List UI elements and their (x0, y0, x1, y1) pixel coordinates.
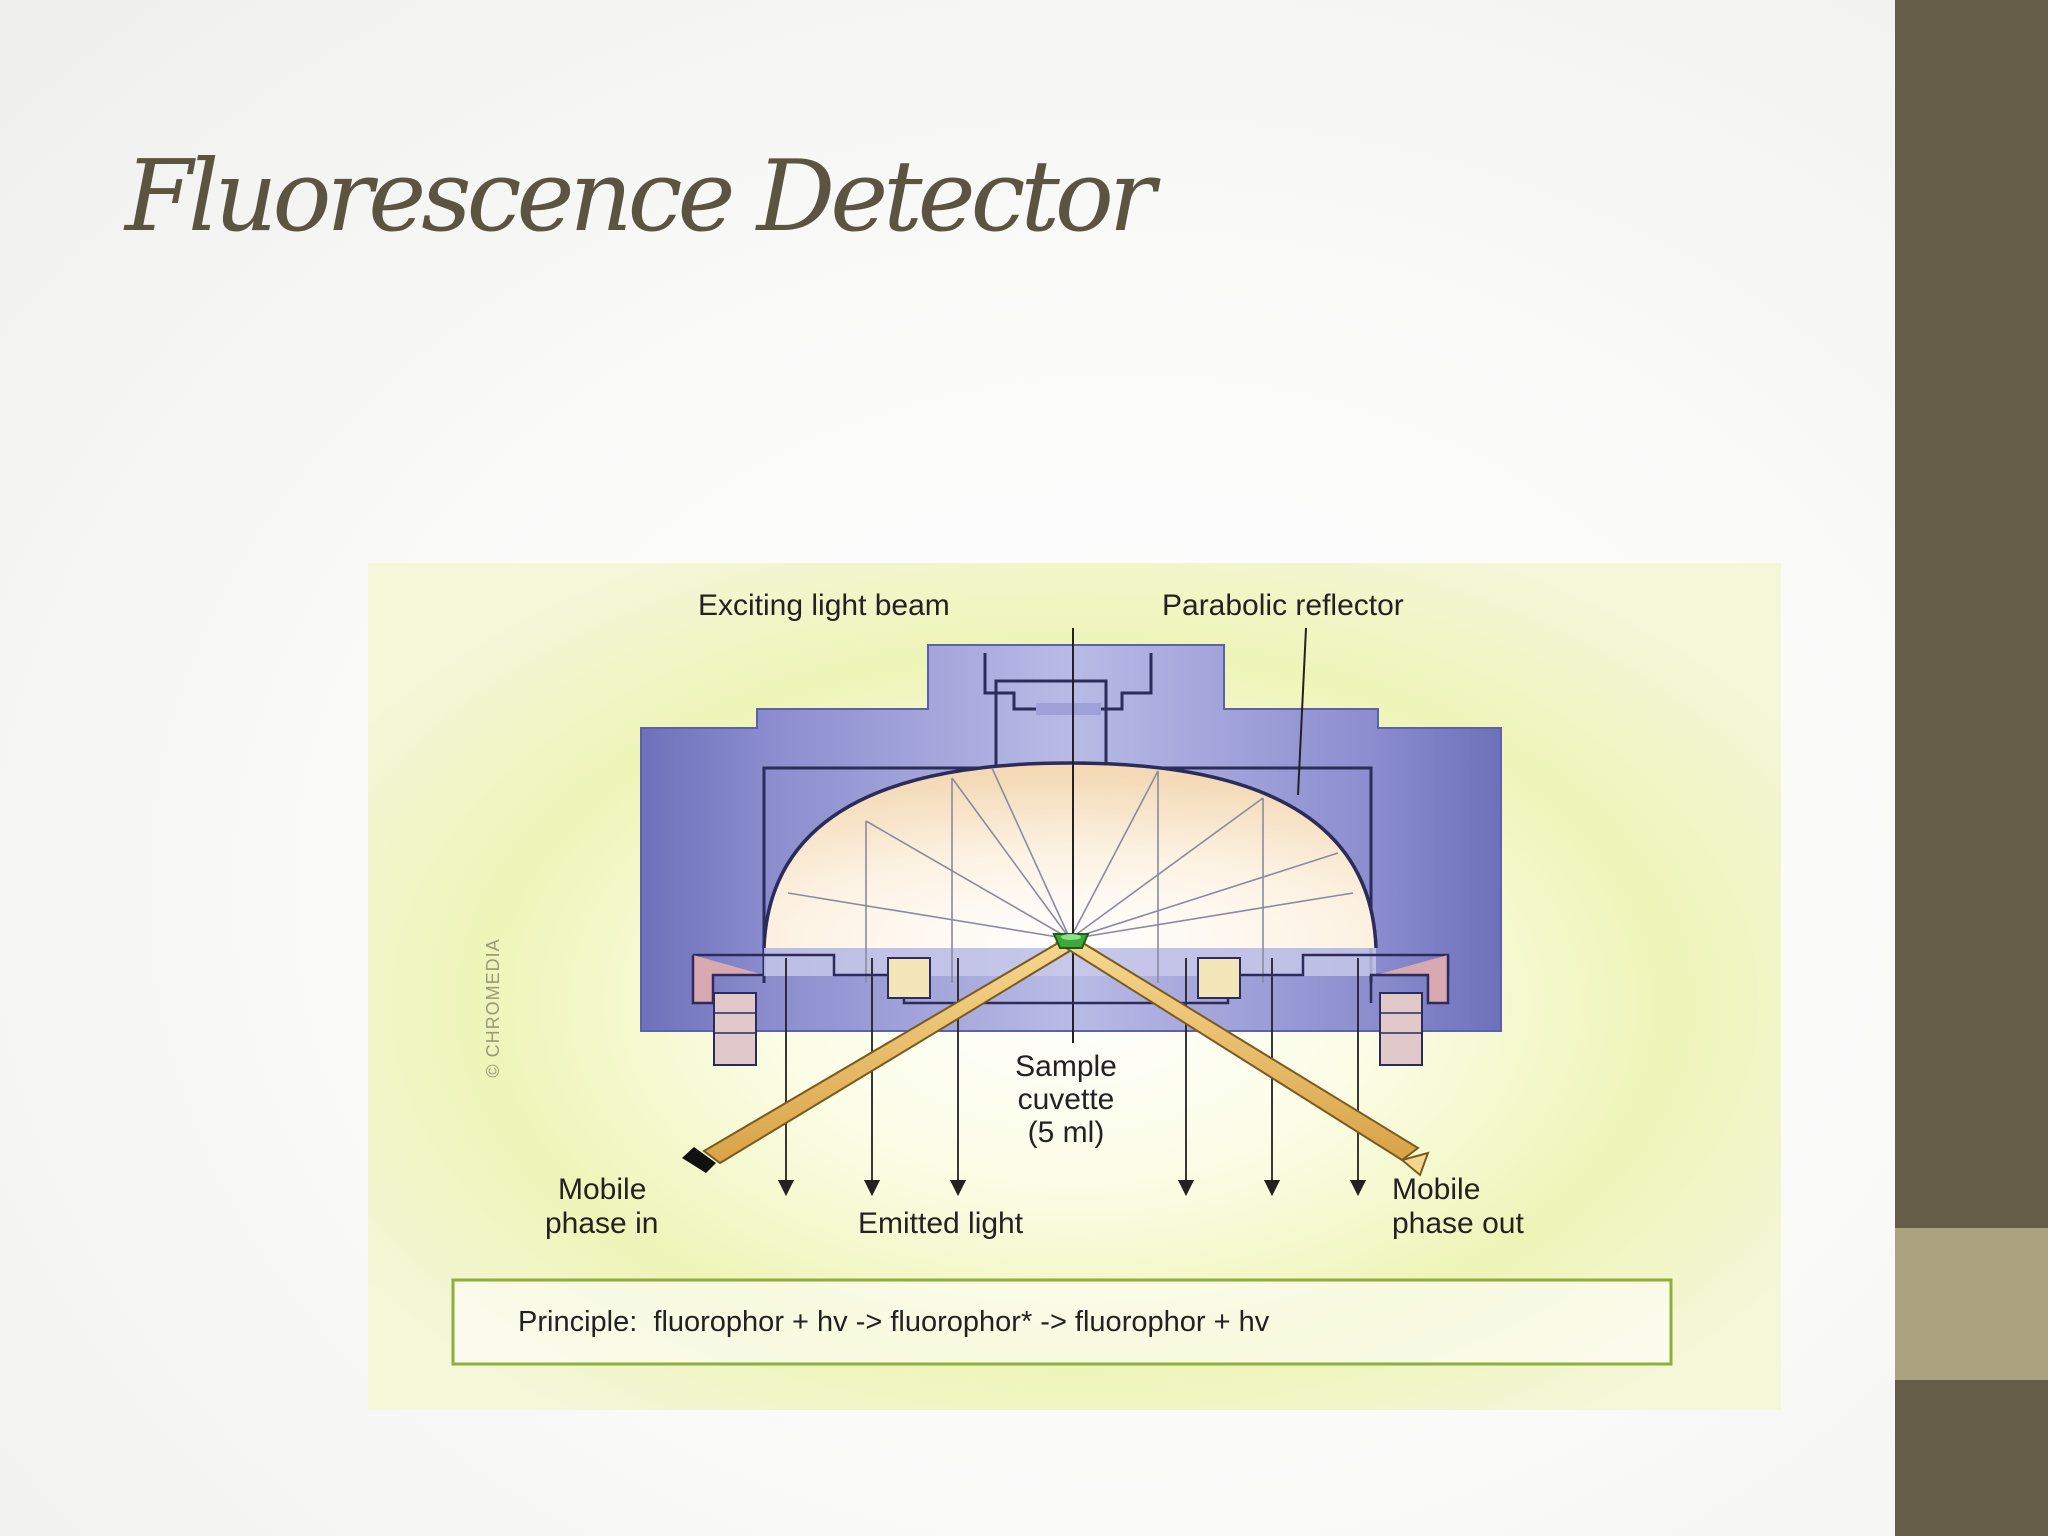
principle-text: Principle: fluorophor + hv -> fluorophor… (518, 1306, 1270, 1338)
label-emitted-light: Emitted light (858, 1207, 1024, 1240)
principle-box: Principle: fluorophor + hv -> fluorophor… (451, 1278, 1673, 1366)
emitted-light-lines (777, 958, 1367, 1197)
fluorescence-detector-diagram: © CHROMEDIA Exciting light beam Paraboli… (368, 563, 1781, 1410)
label-mobile-out-line2: phase out (1392, 1207, 1524, 1240)
label-sample-line3: (5 ml) (1028, 1116, 1105, 1149)
label-parabolic-reflector: Parabolic reflector (1162, 589, 1404, 622)
reflected-rays (787, 767, 1354, 983)
slide-title: Fluorescence Detector (125, 140, 1156, 254)
chromedia-watermark: © CHROMEDIA (483, 938, 503, 1077)
label-mobile-out-line1: Mobile (1392, 1173, 1480, 1206)
label-exciting-light-beam: Exciting light beam (698, 589, 950, 622)
label-mobile-in-line1: Mobile (558, 1173, 646, 1206)
label-sample-line2: cuvette (1018, 1083, 1115, 1116)
mobile-phase-tubes (682, 942, 1430, 1177)
sidebar-accent-block (1895, 1228, 2048, 1380)
label-mobile-in-line2: phase in (545, 1207, 658, 1240)
bottom-seals (691, 953, 1450, 1066)
label-sample-line1: Sample (1015, 1050, 1117, 1083)
light-inlet (983, 653, 1153, 715)
sample-cuvette (1052, 933, 1090, 949)
reflector-pointer (1297, 627, 1307, 796)
